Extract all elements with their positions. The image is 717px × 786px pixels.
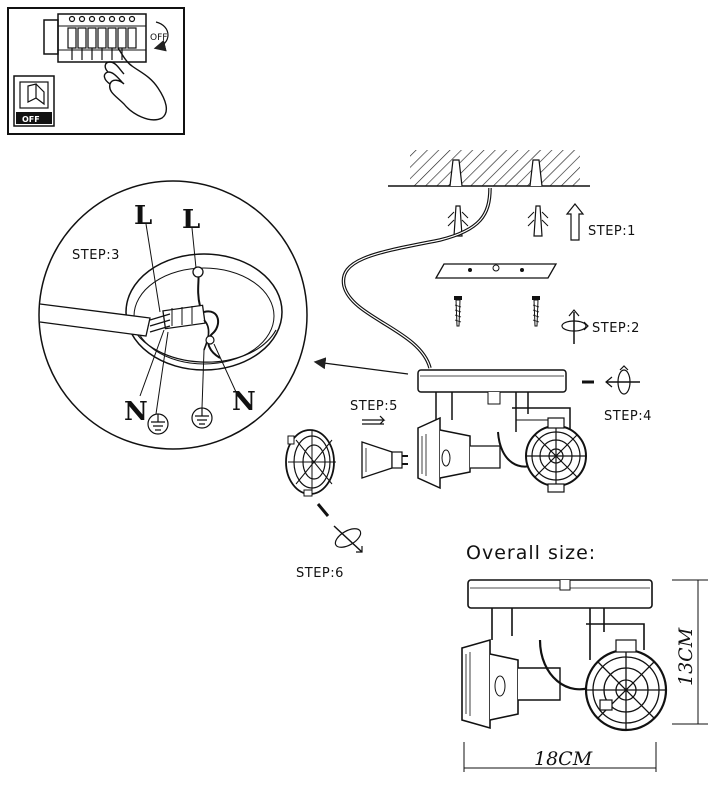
hand-icon	[103, 47, 168, 121]
ceiling	[388, 150, 590, 187]
breaker-off-label: OFF	[150, 33, 167, 43]
wiring-detail	[38, 180, 308, 450]
rotate-arrow-step4-icon	[605, 365, 640, 395]
step3-label: STEP:3	[72, 248, 120, 263]
rotate-arrow-icon	[153, 21, 169, 52]
detail-pointer-arrow	[313, 357, 409, 375]
mounting-bracket	[434, 263, 558, 279]
wall-plug-right-icon	[527, 205, 549, 237]
wall-plug-left-icon	[447, 205, 469, 237]
rotate-arrow-step6-icon	[333, 525, 363, 553]
power-off-panel: OFF OFF	[7, 7, 185, 135]
overall-size-title: Overall size:	[466, 542, 596, 564]
gu10-bulb-icon	[361, 441, 408, 479]
width-value: 18CM	[534, 748, 593, 770]
front-guard-icon	[285, 429, 336, 497]
guard-screw-icon	[316, 503, 330, 517]
up-arrow-icon	[565, 203, 585, 241]
height-value: 13CM	[675, 627, 697, 686]
screw-left-icon	[454, 296, 462, 327]
width-dimension	[463, 742, 657, 772]
overall-size-fixture	[461, 579, 668, 732]
neutral-label-left: N	[124, 397, 148, 427]
circuit-breaker-icon	[43, 13, 147, 63]
switch-off-label: OFF	[22, 115, 40, 124]
height-dimension	[672, 579, 708, 725]
rotate-screw-arrow-icon	[561, 309, 589, 344]
step4-label: STEP:4	[604, 409, 652, 424]
earth-symbol-right-icon	[191, 407, 213, 429]
wall-switch-off-icon	[13, 75, 55, 127]
screw-right-icon	[532, 296, 540, 327]
step5-label: STEP:5	[350, 399, 398, 414]
live-label-left: L	[134, 201, 152, 231]
neutral-label-right: N	[232, 387, 256, 417]
spotlight-fixture	[417, 369, 587, 493]
insert-arrow-icon	[362, 415, 386, 425]
earth-symbol-left-icon	[147, 413, 169, 435]
live-label-right: L	[182, 205, 200, 235]
step6-label: STEP:6	[296, 566, 344, 581]
step1-label: STEP:1	[588, 224, 636, 239]
step2-label: STEP:2	[592, 321, 640, 336]
